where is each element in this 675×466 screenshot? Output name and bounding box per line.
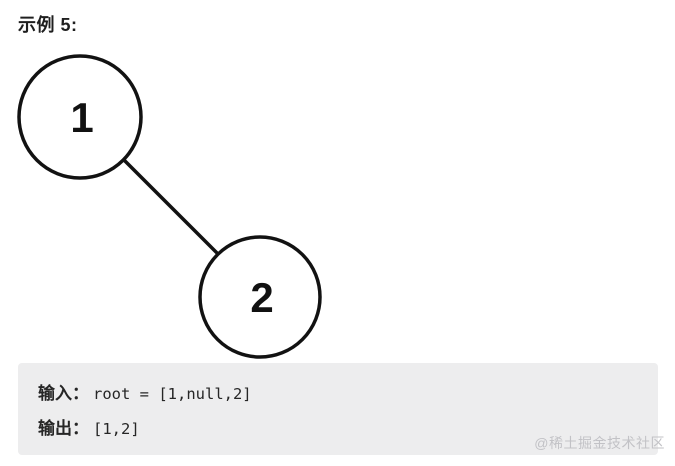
example-title: 示例 5: — [18, 15, 78, 35]
watermark: @稀土掘金技术社区 — [534, 435, 665, 451]
input-line: 输入：root = [1,null,2] — [38, 376, 638, 411]
tree-edge — [122, 158, 220, 256]
input-value: root = [1,null,2] — [93, 384, 252, 403]
tree-node-value-right-child: 2 — [250, 274, 273, 321]
tree-node-circle-right-child — [198, 235, 322, 359]
input-output-box: 输入：root = [1,null,2] 输出：[1,2] — [18, 363, 658, 455]
output-value: [1,2] — [93, 419, 140, 438]
input-label: 输入： — [38, 383, 89, 403]
output-line: 输出：[1,2] — [38, 411, 638, 446]
tree-node-value-root: 1 — [70, 94, 93, 141]
tree-node-circle-root — [17, 54, 143, 180]
output-label: 输出： — [38, 418, 89, 438]
